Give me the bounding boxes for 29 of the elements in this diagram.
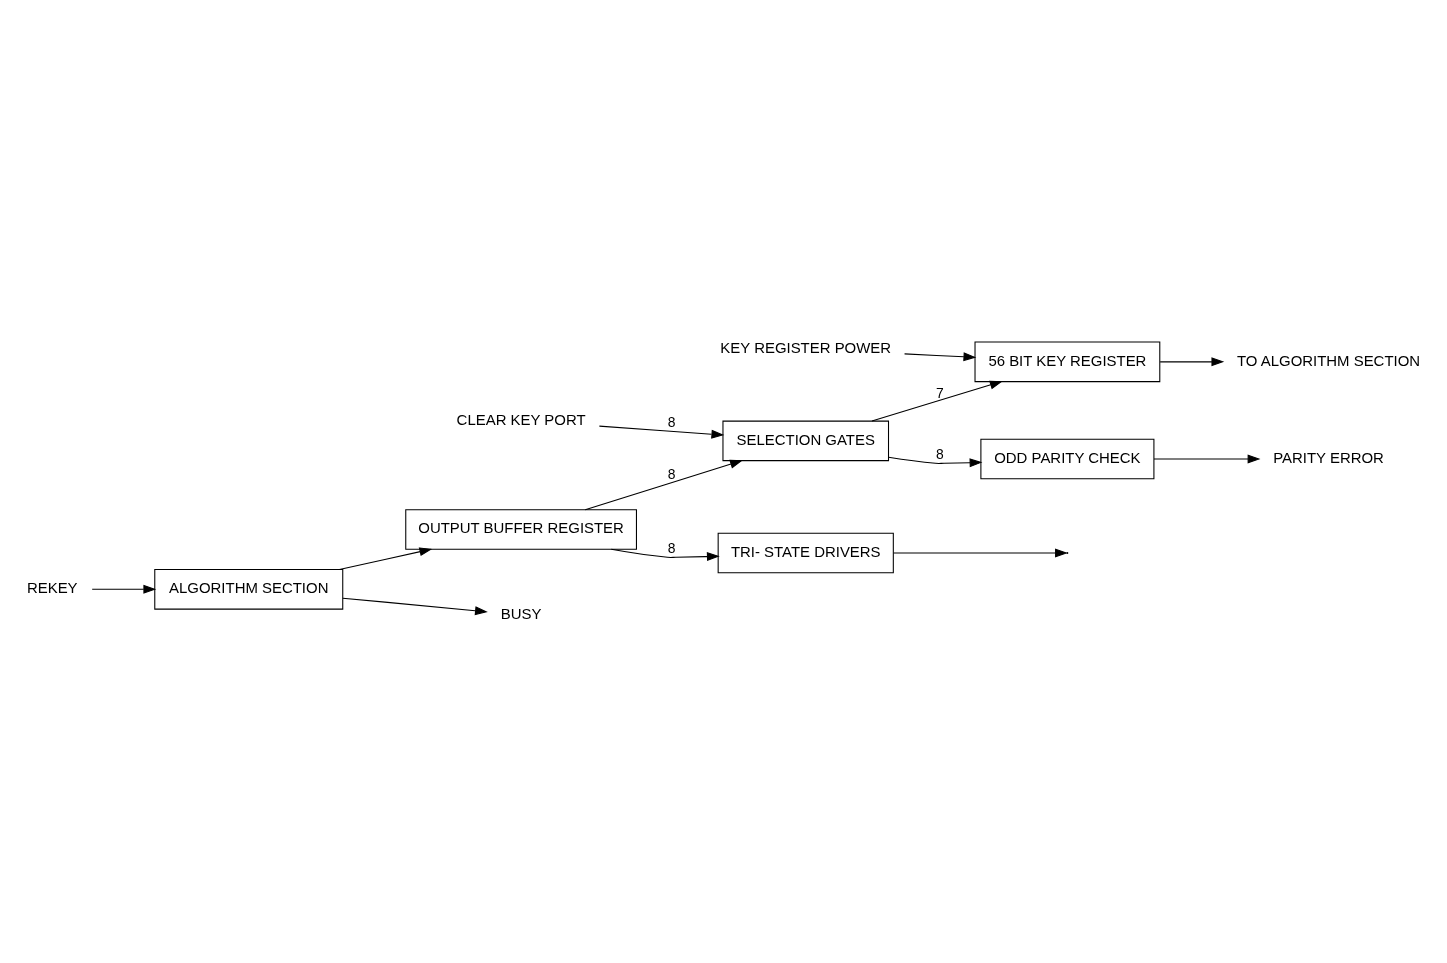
arrow [342,597,488,615]
arrow [1159,356,1225,366]
arrow [584,459,743,510]
arrow [1153,454,1261,464]
edge-label: 8 [667,413,676,430]
edge-label: 8 [667,465,676,482]
node-box: SELECTION GATES [722,420,890,461]
arrow [888,456,983,467]
node-text: KEY REGISTER POWER [720,338,892,356]
arrow [598,425,725,439]
node-text: TO ALGORITHM SECTION [1236,351,1421,369]
node-text: PARITY ERROR [1273,448,1384,466]
node-box: 56 BIT KEY REGISTER [974,341,1161,382]
edge-label: 7 [935,384,944,401]
arrow [610,548,720,561]
node-text: REKEY [26,578,78,596]
node-box: OUTPUT BUFFER REGISTER [405,508,637,550]
node-box: ALGORITHM SECTION [154,568,344,610]
arrow [91,584,157,594]
arrow [871,380,1003,422]
node-text: BUSY [500,604,542,622]
edge-label: 8 [935,445,944,462]
arrow [893,548,1068,557]
node-box: ODD PARITY CHECK [980,438,1155,479]
node-box: TRI- STATE DRIVERS [717,532,894,573]
arrow [338,546,433,570]
arrow [904,351,977,361]
edge-label: 8 [667,539,676,556]
node-text: CLEAR KEY PORT [456,410,586,428]
